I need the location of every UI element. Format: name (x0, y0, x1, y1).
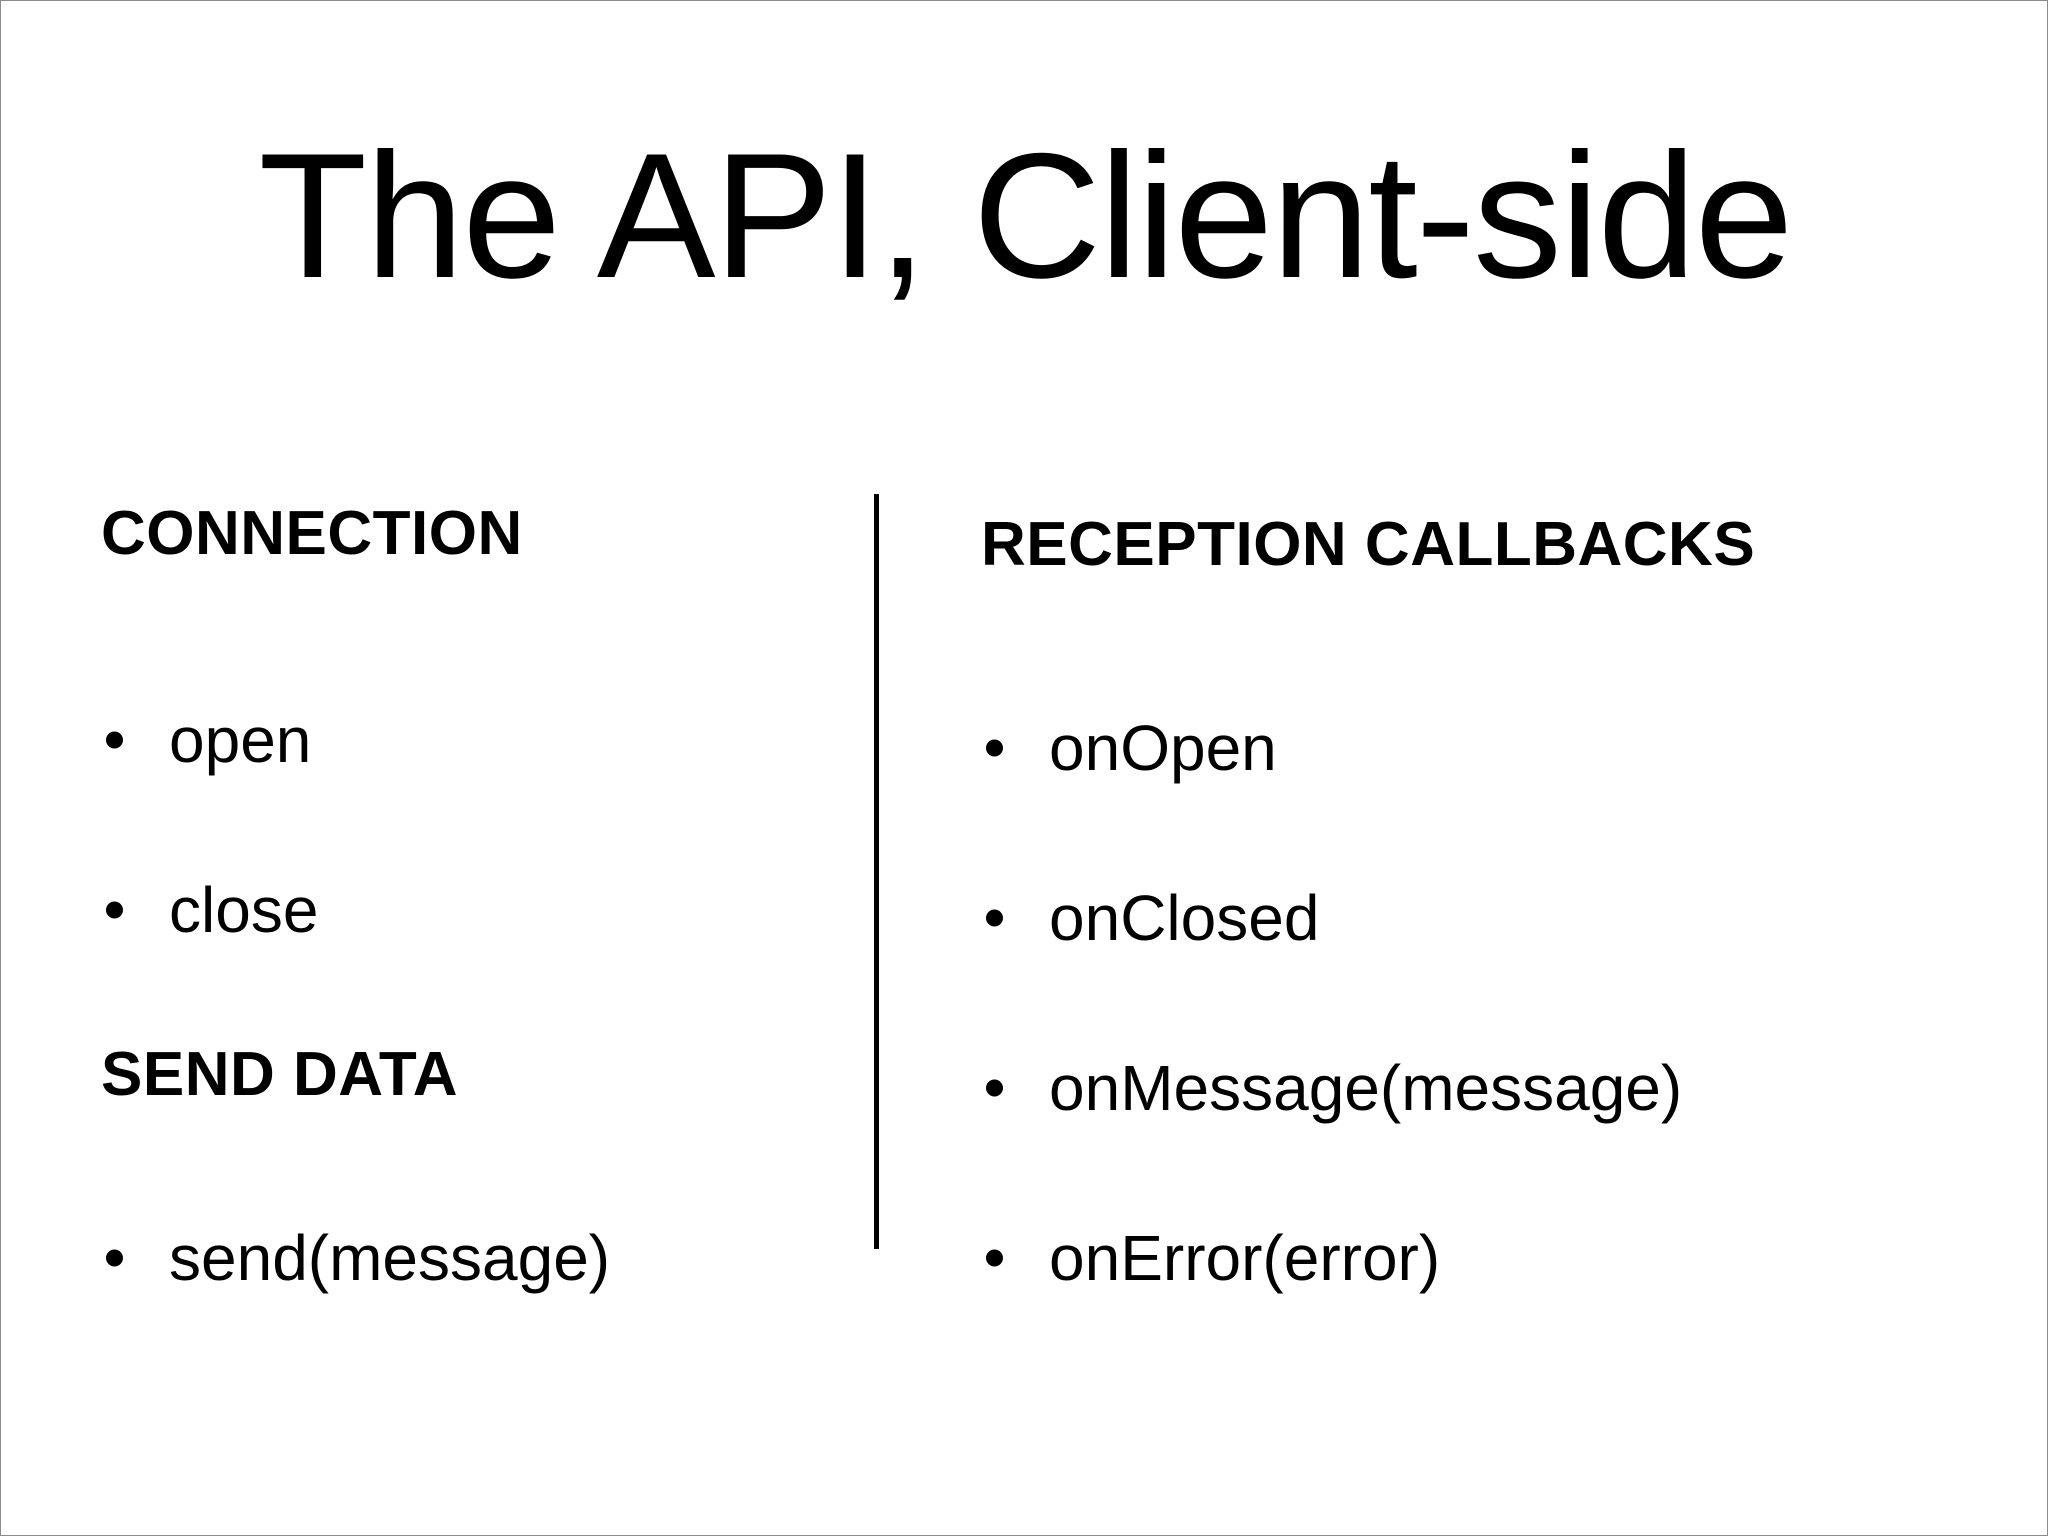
list-item: onClosed (981, 886, 1941, 950)
reception-callbacks-list: onOpen onClosed onMessage(message) onErr… (981, 716, 1941, 1290)
column-divider (874, 494, 879, 1249)
bullet-icon (986, 1249, 1003, 1267)
section-heading-send-data: SEND DATA (101, 1040, 458, 1109)
list-item: open (101, 708, 831, 772)
bullet-icon (106, 1249, 123, 1267)
list-item: send(message) (101, 1226, 831, 1290)
list-item-label: onOpen (1049, 712, 1277, 784)
bullet-icon (986, 1079, 1003, 1097)
section-heading-connection: CONNECTION (101, 499, 523, 568)
left-column: CONNECTION open close SEND DATA send(mes… (101, 481, 831, 1291)
list-item-label: send(message) (169, 1222, 611, 1294)
list-item-label: open (169, 704, 312, 776)
bullet-icon (106, 901, 123, 919)
list-item: close (101, 878, 831, 942)
right-column: RECEPTION CALLBACKS onOpen onClosed onMe… (981, 481, 1941, 1291)
section-heading-reception-callbacks: RECEPTION CALLBACKS (981, 510, 1756, 579)
bullet-icon (986, 739, 1003, 757)
bullet-icon (986, 909, 1003, 927)
list-item-label: close (169, 874, 319, 946)
list-item: onMessage(message) (981, 1056, 1941, 1120)
page-title: The API, Client-side (258, 116, 1793, 315)
list-item: onOpen (981, 716, 1941, 780)
send-data-list: send(message) (101, 1226, 831, 1290)
bullet-icon (106, 731, 123, 749)
list-item: onError(error) (981, 1226, 1941, 1290)
list-item-label: onClosed (1049, 882, 1320, 954)
list-item-label: onError(error) (1049, 1222, 1441, 1294)
connection-list: open close (101, 708, 831, 942)
list-item-label: onMessage(message) (1049, 1052, 1683, 1124)
